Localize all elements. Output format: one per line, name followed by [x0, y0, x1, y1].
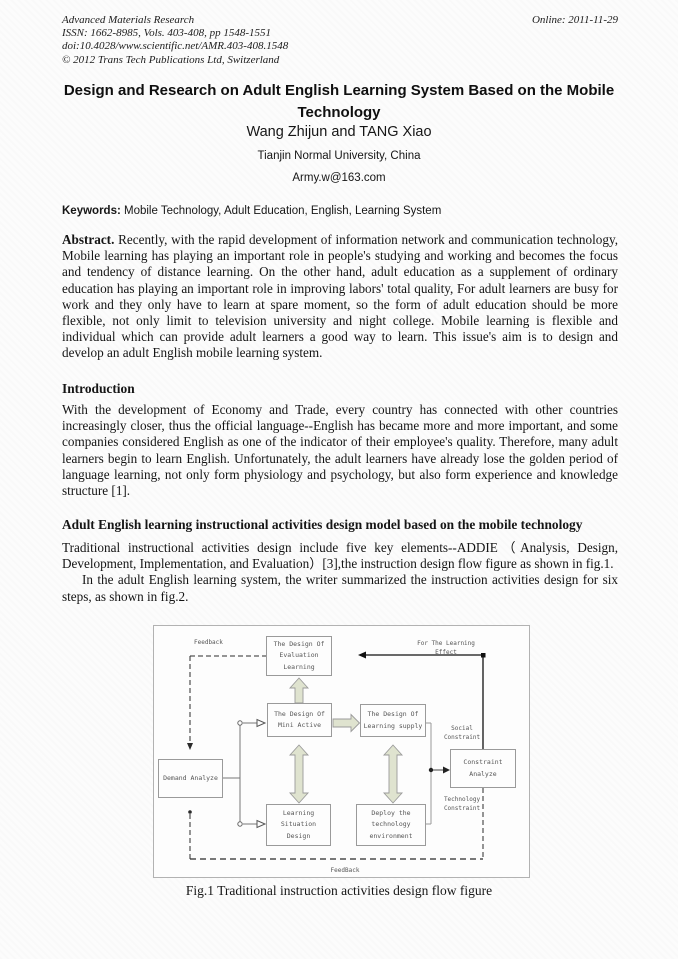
bus-top-arrowhead-icon	[256, 718, 267, 728]
up-block-arrow-icon	[288, 677, 310, 704]
box-evaluation-learning: The Design Of Evaluation Learning	[266, 636, 332, 676]
feedback-dot	[188, 810, 192, 814]
box-learning-situation-design: Learning Situation Design	[266, 804, 331, 846]
online-date: Online: 2011-11-29	[531, 14, 618, 26]
journal-header-left: Advanced Materials Research ISSN: 1662-8…	[62, 14, 288, 67]
paper-title: Design and Research on Adult English Lea…	[63, 82, 615, 121]
right-block-arrow-icon	[332, 713, 361, 733]
constraint-bus-line	[426, 722, 432, 825]
box-constraint-analyze: Constraint Analyze	[450, 749, 516, 788]
abstract-label: Abstract.	[62, 232, 115, 247]
double-block-arrow-left-icon	[288, 744, 310, 804]
feedback-down-arrowhead-icon	[187, 743, 193, 750]
box-deploy-technology: Deploy the technology environment	[356, 804, 426, 846]
model-paragraph-1: Traditional instructional activities des…	[62, 540, 618, 572]
model-section-body: Traditional instructional activities des…	[62, 540, 618, 605]
demand-bus-line	[223, 723, 241, 824]
model-paragraph-2: In the adult English learning system, th…	[62, 572, 618, 604]
constraint-arrowhead-icon	[443, 766, 450, 774]
bus-bottom-connector-circle	[237, 821, 243, 827]
diagram-connectors	[187, 651, 486, 860]
box-demand-analyze: Demand Analyze	[158, 759, 223, 798]
doi-line: doi:10.4028/www.scientific.net/AMR.403-4…	[62, 40, 289, 53]
keywords-text: Mobile Technology, Adult Education, Engl…	[120, 205, 442, 217]
bus-top-connector-circle	[237, 720, 243, 726]
abstract: Abstract. Recently, with the rapid devel…	[62, 232, 618, 362]
label-feedback-bottom: FeedBack	[330, 867, 360, 874]
abstract-text: Recently, with the rapid development of …	[62, 232, 618, 361]
figure1-diagram: The Design Of Evaluation Learning The De…	[153, 625, 530, 878]
issn-line: ISSN: 1662-8985, Vols. 403-408, pp 1548-…	[62, 27, 271, 40]
introduction-body: With the development of Economy and Trad…	[62, 402, 618, 499]
keywords-line: Keywords: Mobile Technology, Adult Educa…	[62, 205, 618, 217]
journal-header: Advanced Materials Research ISSN: 1662-8…	[62, 14, 618, 67]
learning-effect-line	[362, 654, 484, 749]
label-feedback-top: Feedback	[194, 639, 223, 646]
figure1-caption: Fig.1 Traditional instruction activities…	[185, 883, 493, 898]
learning-effect-corner-node	[481, 653, 486, 658]
bus-bottom-arrowhead-icon	[256, 819, 267, 829]
journal-name: Advanced Materials Research	[62, 14, 195, 26]
copyright-line: © 2012 Trans Tech Publications Ltd, Swit…	[62, 53, 280, 66]
constraint-junction-dot	[428, 767, 434, 773]
label-social-constraint: Social Constraint	[443, 725, 481, 741]
double-block-arrow-right-icon	[382, 744, 404, 804]
model-section-heading: Adult English learning instructional act…	[62, 517, 583, 532]
keywords-label: Keywords:	[62, 205, 121, 217]
introduction-heading: Introduction	[62, 381, 135, 396]
label-learning-effect: For The Learning Effect	[417, 640, 475, 656]
label-technology-constraint: Technology Constraint	[443, 796, 481, 812]
box-learning-supply: The Design Of Learning supply	[360, 704, 426, 737]
email-address: Army.w@163.com	[292, 172, 386, 184]
authors: Wang Zhijun and TANG Xiao	[246, 124, 432, 140]
affiliation: Tianjin Normal University, China	[257, 150, 421, 162]
box-mini-active: The Design Of Mini Active	[267, 703, 332, 737]
